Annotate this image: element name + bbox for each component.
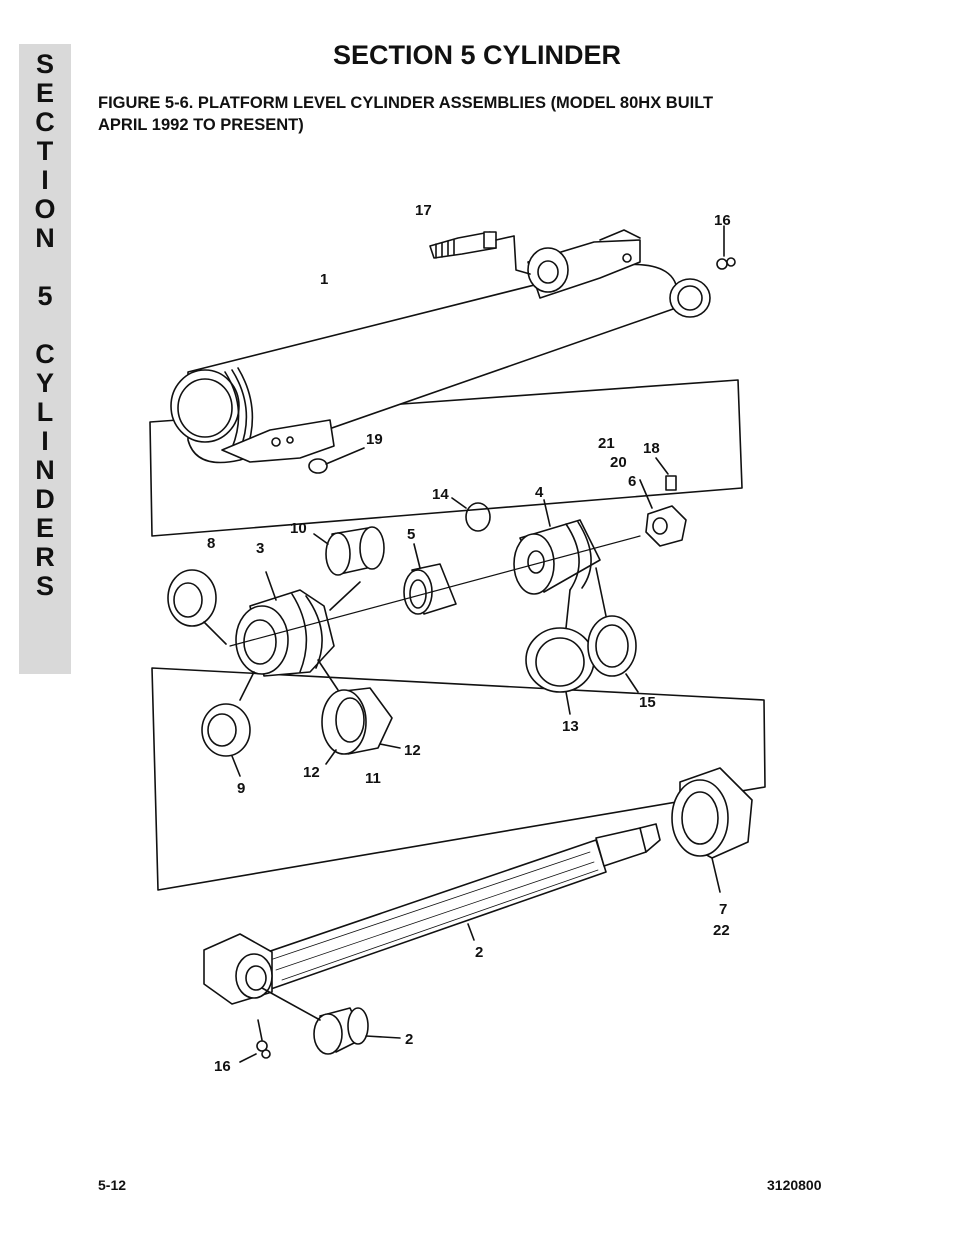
callout-4: 4 <box>535 484 544 501</box>
callout-12-right: 12 <box>404 742 421 759</box>
o-ring-14 <box>451 497 491 532</box>
callout-2-rod: 2 <box>475 944 483 961</box>
document-number: 3120800 <box>767 1177 822 1193</box>
side-tab-letter: N <box>35 455 55 485</box>
cylinder-head-3 <box>235 571 335 677</box>
callout-14: 14 <box>432 486 449 503</box>
callout-16-top: 16 <box>714 212 731 229</box>
breather-fitting <box>429 231 531 275</box>
side-tab-letter: E <box>35 78 54 108</box>
callout-11: 11 <box>365 770 381 787</box>
callout-3: 3 <box>256 540 264 557</box>
frame-middle <box>151 667 766 891</box>
figure-caption-line-1: FIGURE 5-6. PLATFORM LEVEL CYLINDER ASSE… <box>98 94 714 112</box>
page-title: SECTION 5 CYLINDER <box>332 40 622 70</box>
page-number: 5-12 <box>98 1177 127 1193</box>
wear-ring-13 <box>525 589 595 715</box>
callout-2-bushing: 2 <box>405 1031 413 1048</box>
callout-16-bottom: 16 <box>214 1058 231 1075</box>
figure-caption-line-2: APRIL 1992 TO PRESENT) <box>98 116 304 134</box>
side-tab-letter: 5 <box>37 281 53 311</box>
callout-9: 9 <box>237 780 245 797</box>
piston-rod <box>203 823 661 1005</box>
callout-1: 1 <box>320 271 328 288</box>
callout-7: 7 <box>719 901 727 918</box>
assembly-centerline <box>229 535 641 647</box>
callout-12-left: 12 <box>303 764 320 781</box>
callout-5: 5 <box>407 526 415 543</box>
callout-6: 6 <box>628 473 636 490</box>
wiper-8 <box>167 569 227 645</box>
grease-fitting-bottom <box>239 1019 271 1063</box>
side-tab-letter: I <box>41 426 49 456</box>
figure-caption: FIGURE 5-6. PLATFORM LEVEL CYLINDER ASSE… <box>98 92 858 136</box>
side-tab-letter: S <box>35 49 54 79</box>
side-tab-letter: C <box>35 107 55 137</box>
lock-nut-6 <box>639 479 687 547</box>
piston-4 <box>513 499 601 595</box>
bearing-10 <box>313 526 385 576</box>
setscrew-19 <box>308 447 365 474</box>
callout-15: 15 <box>639 694 656 711</box>
frame-upper <box>149 379 743 537</box>
seal-11-12 <box>317 659 401 765</box>
wiper-7 <box>671 767 753 893</box>
callout-17: 17 <box>415 202 432 219</box>
seal-9 <box>201 671 255 777</box>
side-tab-letter: S <box>35 571 54 601</box>
side-tab-letter: T <box>36 136 54 166</box>
side-tab-letter: O <box>34 194 56 224</box>
callout-19: 19 <box>366 431 383 448</box>
bushing-2 <box>261 987 401 1055</box>
spacer-5 <box>403 543 457 615</box>
leader-2-rod <box>467 923 475 941</box>
callout-10: 10 <box>290 520 307 537</box>
grease-fitting-top <box>716 225 736 270</box>
side-tab-letter: Y <box>35 368 54 398</box>
callout-22: 22 <box>713 922 730 939</box>
callout-20: 20 <box>610 454 627 471</box>
setscrew-18 <box>655 457 677 491</box>
side-tab-letter: I <box>41 165 49 195</box>
leader-10 <box>329 581 361 611</box>
side-tab-letter: C <box>35 339 55 369</box>
side-tab-letter: N <box>35 223 55 253</box>
seal-15 <box>587 567 639 693</box>
callout-21: 21 <box>598 435 615 452</box>
side-tab-letter: E <box>35 513 54 543</box>
side-tab-letter: L <box>36 397 54 427</box>
cylinder-barrel <box>170 229 711 464</box>
callout-18: 18 <box>643 440 660 457</box>
callout-8: 8 <box>207 535 215 552</box>
callout-13: 13 <box>562 718 579 735</box>
side-tab-letter: R <box>35 542 55 572</box>
side-tab-letter: D <box>35 484 55 514</box>
